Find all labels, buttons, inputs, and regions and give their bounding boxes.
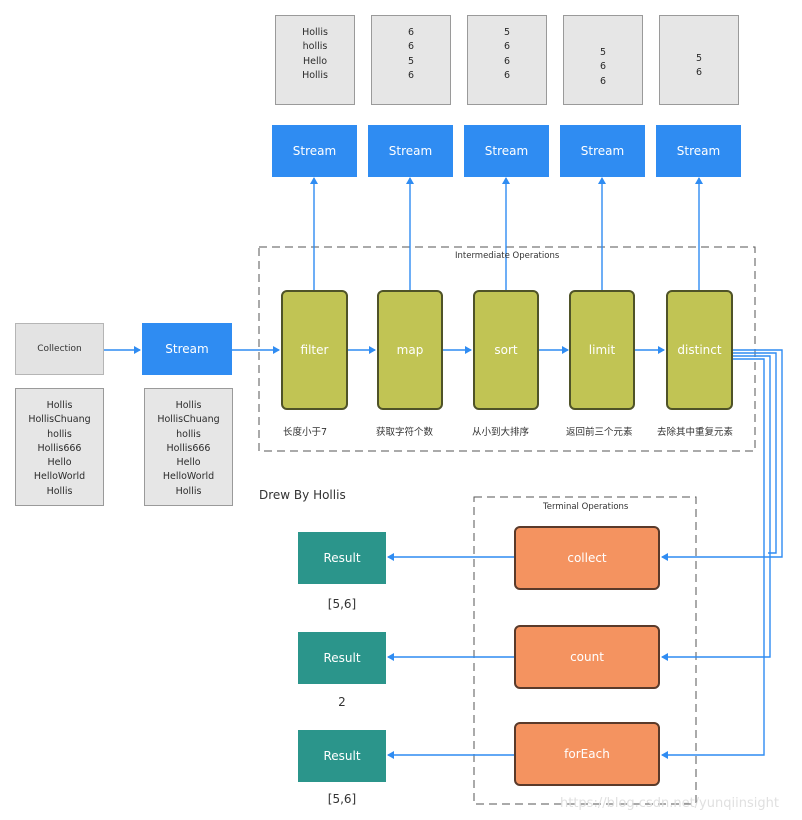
output-value: 6	[503, 55, 511, 67]
output-value: Hollis	[302, 69, 328, 81]
stream-item: HelloWorld	[162, 471, 215, 483]
output-value: 6	[407, 27, 415, 38]
stream-box-filter: Stream	[272, 125, 357, 177]
op-distinct-label: distinct	[677, 343, 722, 357]
op-map: map	[377, 290, 443, 410]
op-filter-label: filter	[300, 343, 329, 357]
result-label: Result	[323, 551, 361, 565]
output-value: 6	[407, 69, 415, 81]
op-limit-label: limit	[588, 343, 616, 357]
stream-item: Hello	[176, 457, 201, 469]
collection-label: Collection	[37, 344, 82, 354]
collection-item: Hollis	[46, 485, 73, 497]
caption-sort: 从小到大排序	[472, 427, 530, 438]
stream-label: Stream	[676, 144, 721, 158]
stream-item: Hollis666	[166, 442, 211, 454]
collection-item: Hello	[47, 457, 72, 469]
output-value: 5	[599, 47, 607, 58]
caption-map: 获取字符个数	[376, 427, 434, 438]
collection-item: HollisChuang	[28, 414, 91, 426]
result-count: Result	[298, 632, 386, 684]
caption-filter: 长度小于7	[283, 427, 328, 438]
op-sort-label: sort	[494, 343, 518, 357]
collection-items-box: Hollis HollisChuang hollis Hollis666 Hel…	[15, 388, 104, 506]
collection-item: Hollis	[46, 400, 73, 411]
result-value-collect: [5,6]	[327, 597, 357, 611]
output-value: 6	[503, 41, 511, 53]
watermark-text: https://blog.csdn.net/yunqiinsight	[560, 796, 779, 811]
stream-label: Stream	[388, 144, 433, 158]
stream-item: Hollis	[175, 400, 202, 411]
map-output-box: 6 6 5 6	[371, 15, 451, 105]
output-value: Hollis	[302, 27, 328, 38]
sort-output-box: 5 6 6 6	[467, 15, 547, 105]
output-value: 6	[503, 69, 511, 81]
output-value: 5	[503, 27, 511, 38]
stream-label: Stream	[484, 144, 529, 158]
op-limit: limit	[569, 290, 635, 410]
result-value-foreach: [5,6]	[327, 792, 357, 806]
author-label: Drew By Hollis	[259, 488, 346, 502]
arrow-distinct-to-foreach	[661, 358, 765, 759]
stream-item: Hollis	[175, 485, 202, 497]
result-label: Result	[323, 749, 361, 763]
term-collect-label: collect	[567, 551, 607, 565]
stream-item: HollisChuang	[157, 414, 220, 426]
limit-output-box: 5 6 6	[563, 15, 643, 105]
output-value: 5	[695, 53, 703, 64]
arrow-distinct-to-collect	[661, 349, 783, 561]
output-value: 6	[599, 75, 607, 87]
distinct-output-box: 5 6	[659, 15, 739, 105]
term-count: count	[514, 625, 660, 689]
result-collect: Result	[298, 532, 386, 584]
collection-item: hollis	[47, 428, 72, 440]
stream-item: hollis	[176, 428, 201, 440]
terminal-title: Terminal Operations	[543, 502, 629, 512]
result-value-count: 2	[338, 695, 346, 709]
collection-item: Hollis666	[37, 442, 82, 454]
stream-box-limit: Stream	[560, 125, 645, 177]
filter-output-box: Hollis hollis Hello Hollis	[275, 15, 355, 105]
collection-item: HelloWorld	[33, 471, 86, 483]
arrow-distinct-to-collect-2	[733, 352, 777, 554]
output-value: Hello	[302, 55, 328, 67]
stream-label: Stream	[165, 342, 209, 356]
term-count-label: count	[570, 650, 604, 664]
op-map-label: map	[396, 343, 424, 357]
output-value: 6	[407, 41, 415, 53]
stream-items-box: Hollis HollisChuang hollis Hollis666 Hel…	[144, 388, 233, 506]
op-sort: sort	[473, 290, 539, 410]
result-label: Result	[323, 651, 361, 665]
output-value: 5	[407, 55, 415, 67]
intermediate-title: Intermediate Operations	[455, 251, 560, 261]
stream-label: Stream	[292, 144, 337, 158]
term-collect: collect	[514, 526, 660, 590]
caption-distinct: 去除其中重复元素	[657, 427, 734, 438]
intermediate-frame	[258, 246, 756, 452]
collection-box: Collection	[15, 323, 104, 375]
result-foreach: Result	[298, 730, 386, 782]
stream-box-map: Stream	[368, 125, 453, 177]
term-foreach-label: forEach	[564, 747, 610, 761]
term-foreach: forEach	[514, 722, 660, 786]
op-distinct: distinct	[666, 290, 733, 410]
output-value: hollis	[302, 41, 328, 53]
output-value: 6	[599, 61, 607, 73]
terminal-frame	[473, 496, 697, 805]
caption-limit: 返回前三个元素	[566, 427, 633, 438]
op-filter: filter	[281, 290, 348, 410]
output-value: 6	[695, 67, 703, 79]
source-stream-box: Stream	[142, 323, 232, 375]
arrow-distinct-to-count	[661, 355, 771, 661]
stream-label: Stream	[580, 144, 625, 158]
stream-box-distinct: Stream	[656, 125, 741, 177]
stream-box-sort: Stream	[464, 125, 549, 177]
